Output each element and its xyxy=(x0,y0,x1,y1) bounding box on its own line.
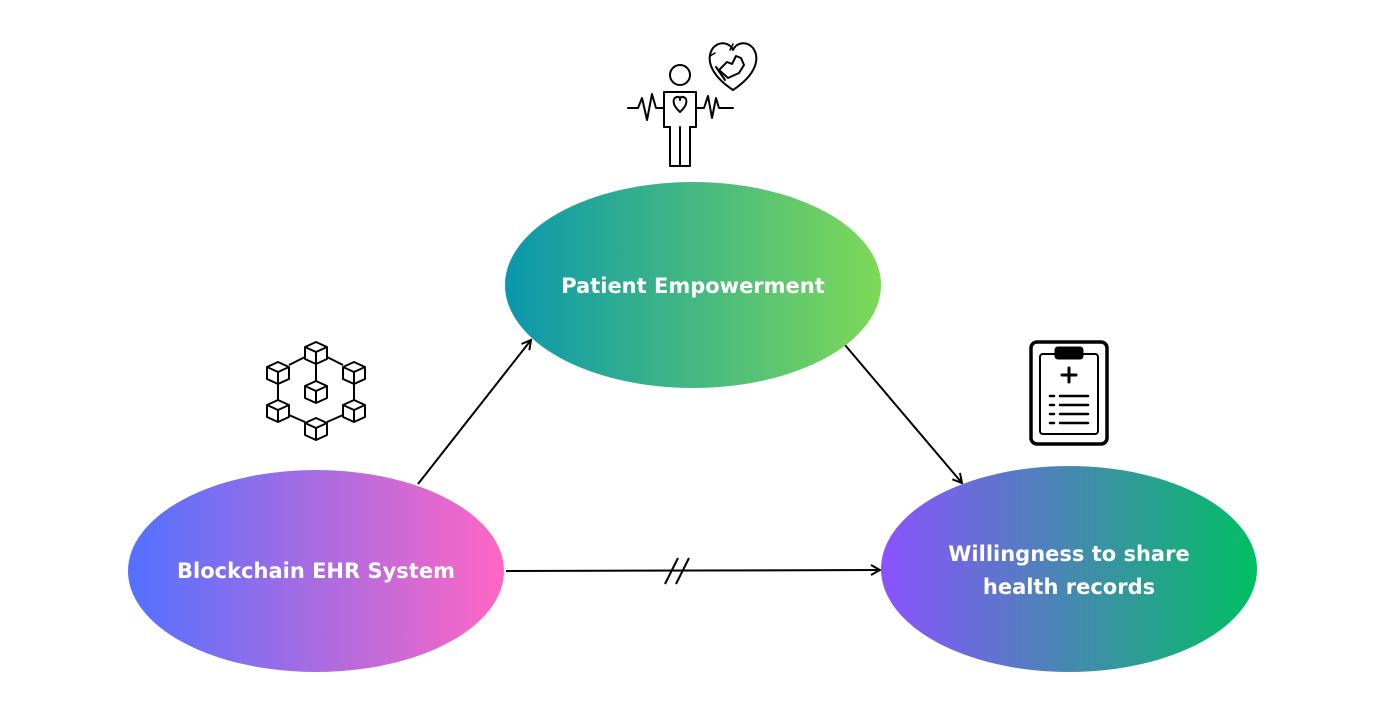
node-blockchain-ehr: Blockchain EHR System xyxy=(128,470,504,672)
arrow-empowerment-to-willingness xyxy=(844,344,962,483)
arrow-blockchain-to-empowerment xyxy=(417,340,531,485)
blockchain-cubes-icon xyxy=(266,341,366,441)
node-label-willingness-line1: Willingness to share xyxy=(948,542,1189,566)
node-label-willingness-line2: health records xyxy=(983,575,1155,599)
person-heartbeat-icon xyxy=(627,64,734,167)
node-label-empowerment: Patient Empowerment xyxy=(561,274,825,298)
medical-clipboard-icon xyxy=(1029,340,1109,446)
heart-thumbs-up-icon xyxy=(708,42,758,91)
node-label-blockchain: Blockchain EHR System xyxy=(177,559,455,583)
node-patient-empowerment: Patient Empowerment xyxy=(505,182,881,388)
node-willingness: Willingness to share health records xyxy=(881,466,1257,672)
no-direct-effect-marker xyxy=(664,557,690,585)
arrow-blockchain-to-willingness xyxy=(505,570,880,571)
